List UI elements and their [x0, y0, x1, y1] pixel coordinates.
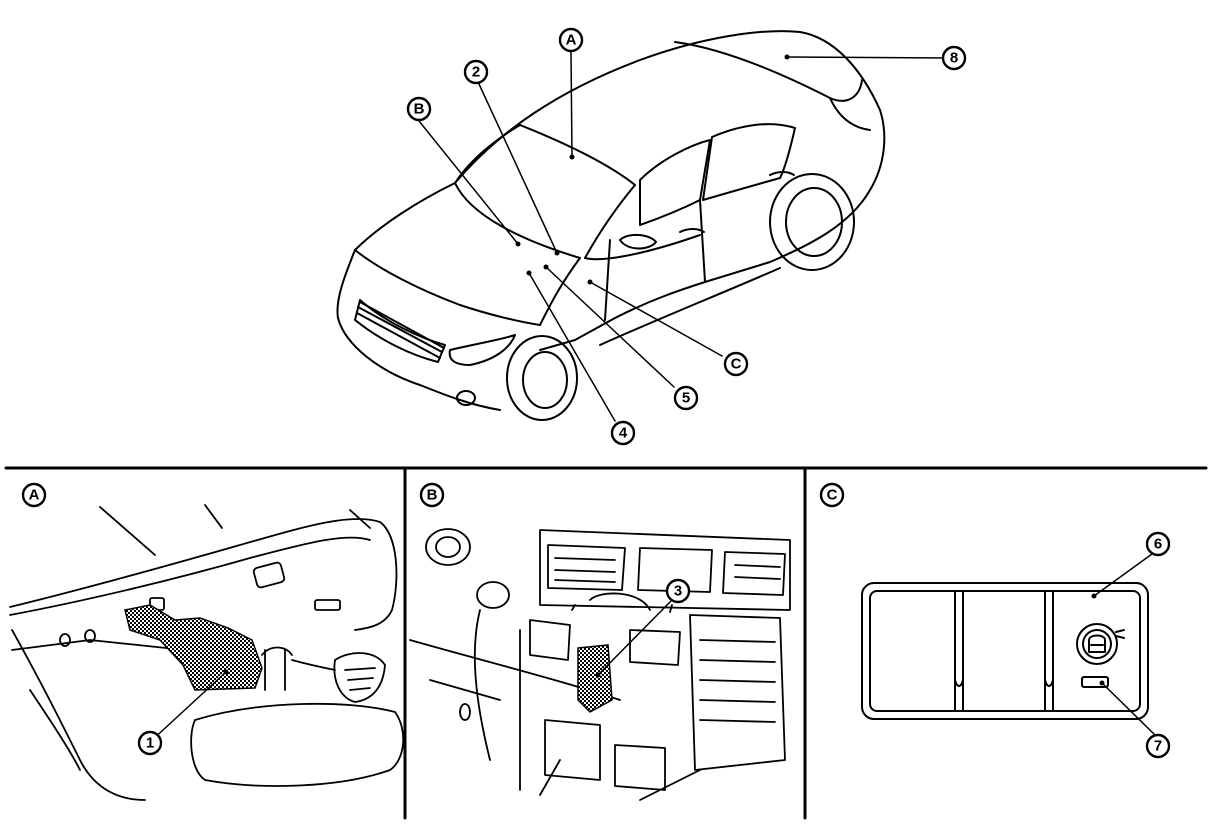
component-3-part: [577, 644, 613, 713]
panel-C-illustration: [861, 582, 1149, 720]
callout-8: 8: [941, 45, 967, 71]
callout-3: 3: [665, 578, 691, 604]
svg-text:1: 1: [146, 735, 154, 752]
panel-B: B 3: [409, 482, 791, 801]
panel-A-illustration: [9, 504, 405, 801]
svg-text:A: A: [29, 487, 40, 504]
svg-text:7: 7: [1154, 738, 1162, 755]
callout-4: 4: [610, 420, 636, 446]
leader-lines: [418, 51, 952, 422]
panel-dividers: [4, 466, 1208, 820]
panel-C: C 6 7: [819, 482, 1171, 759]
svg-text:5: 5: [682, 390, 690, 407]
callout-1: 1: [137, 730, 163, 756]
callout-5: 5: [673, 385, 699, 411]
svg-text:B: B: [414, 101, 425, 118]
callout-A: A: [558, 27, 584, 53]
panel-B-illustration: [409, 528, 791, 801]
svg-text:6: 6: [1154, 536, 1162, 553]
svg-text:3: 3: [674, 583, 682, 600]
callout-2: 2: [463, 59, 489, 85]
panel-A: A 1: [9, 482, 405, 801]
svg-text:B: B: [427, 487, 438, 504]
callout-7: 7: [1145, 733, 1171, 759]
svg-text:2: 2: [472, 64, 480, 81]
callout-B: B: [406, 96, 432, 122]
svg-text:A: A: [566, 32, 577, 49]
svg-text:C: C: [731, 356, 742, 373]
pointer-dots: [515, 54, 790, 285]
svg-text:4: 4: [619, 425, 628, 442]
car-illustration: [336, 30, 886, 421]
callout-C: C: [723, 351, 749, 377]
svg-text:C: C: [827, 487, 838, 504]
svg-text:8: 8: [950, 50, 958, 67]
panel-B-label: B: [419, 482, 445, 508]
panel-C-label: C: [819, 482, 845, 508]
component-1-part: [124, 604, 263, 691]
panel-A-label: A: [21, 482, 47, 508]
callout-6: 6: [1145, 531, 1171, 557]
